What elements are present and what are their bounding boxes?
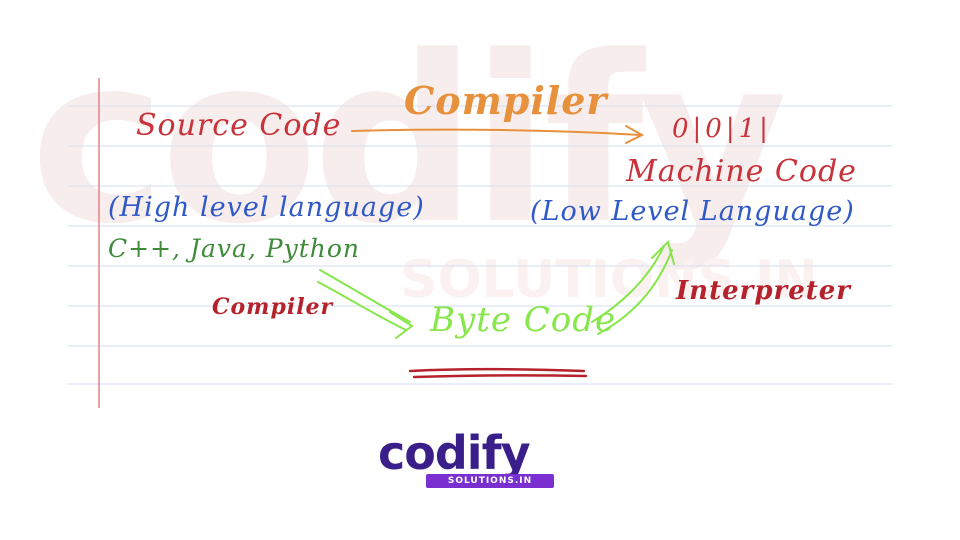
logo-wordmark: codify — [378, 426, 531, 480]
logo-subtitle: SOLUTIONS.IN — [426, 474, 554, 488]
binary-label: 0|0|1| — [672, 114, 772, 144]
codify-logo: codify SOLUTIONS.IN — [378, 426, 558, 494]
to-machine-arrow — [591, 240, 675, 335]
low-level-label: (Low Level Language) — [530, 196, 855, 227]
watermark-tagline: SOLUTIONS.IN — [400, 250, 818, 310]
high-level-label: (High level language) — [108, 192, 425, 223]
ruled-lines — [68, 105, 892, 385]
watermark-logo: codify — [30, 8, 788, 275]
bytecode-underline — [408, 367, 588, 379]
languages-label: C++, Java, Python — [108, 234, 361, 263]
compiler-arrow — [351, 125, 645, 144]
byte-code-label: Byte Code — [430, 300, 617, 340]
compiler-left-label: Compiler — [212, 294, 334, 320]
interpreter-label: Interpreter — [676, 276, 851, 306]
to-bytecode-arrow — [317, 269, 414, 339]
source-code-label: Source Code — [136, 108, 342, 143]
compiler-top-label: Compiler — [404, 78, 608, 123]
machine-code-label: Machine Code — [626, 154, 857, 189]
